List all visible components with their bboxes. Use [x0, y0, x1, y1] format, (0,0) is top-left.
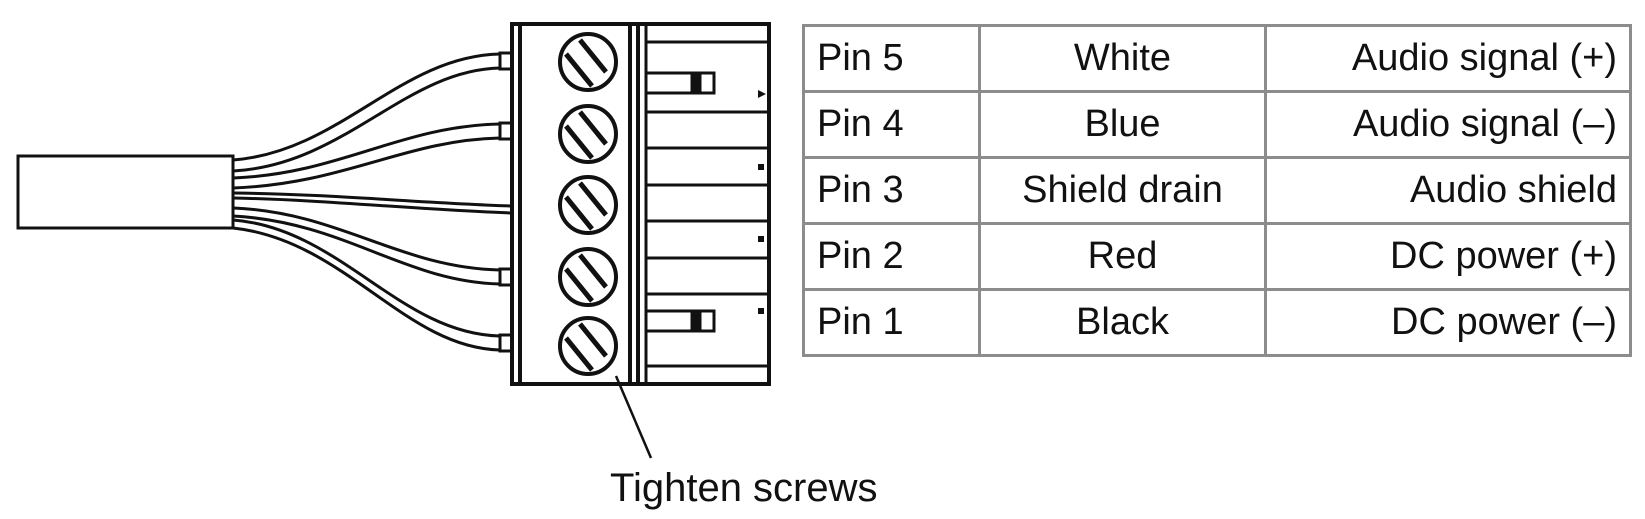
pin-function: Audio signal (+)	[1264, 24, 1632, 93]
screw-icon	[558, 32, 618, 92]
pin-number: Pin 2	[802, 222, 981, 291]
cable-jacket	[16, 154, 235, 230]
wire-pin-4	[232, 122, 501, 190]
screw-icon	[558, 175, 618, 235]
screw-icon	[558, 247, 618, 307]
wire-color: Black	[978, 288, 1267, 357]
wire-pin-2	[232, 206, 501, 286]
pin-assignment-table: Pin 5 White Audio signal (+) Pin 4 Blue …	[802, 24, 1632, 357]
table-row: Pin 3 Shield drain Audio shield	[802, 156, 1632, 225]
wire-pin-1	[232, 218, 501, 352]
terminal-screws	[558, 32, 618, 376]
pin-function: DC power (–)	[1264, 288, 1632, 357]
screw-icon	[558, 104, 618, 164]
wire-color: White	[978, 24, 1267, 93]
wire-color: Blue	[978, 90, 1267, 159]
wires	[232, 52, 513, 352]
pin-number: Pin 5	[802, 24, 981, 93]
pin-number: Pin 1	[802, 288, 981, 357]
wire-pin-3	[232, 191, 513, 215]
pin-function: Audio signal (–)	[1264, 90, 1632, 159]
table-row: Pin 1 Black DC power (–)	[802, 288, 1632, 357]
wire-pin-5	[232, 52, 501, 173]
table-row: Pin 4 Blue Audio signal (–)	[802, 90, 1632, 159]
table-row: Pin 2 Red DC power (+)	[802, 222, 1632, 291]
pin-function: DC power (+)	[1264, 222, 1632, 291]
pin-number: Pin 4	[802, 90, 981, 159]
pin-function: Audio shield	[1264, 156, 1632, 225]
pin-number: Pin 3	[802, 156, 981, 225]
terminal-block	[510, 22, 771, 386]
tighten-screws-caption: Tighten screws	[610, 466, 878, 510]
callout-leader	[614, 375, 653, 459]
screw-icon	[558, 316, 618, 376]
wire-color: Shield drain	[978, 156, 1267, 225]
table-row: Pin 5 White Audio signal (+)	[802, 24, 1632, 93]
wire-color: Red	[978, 222, 1267, 291]
